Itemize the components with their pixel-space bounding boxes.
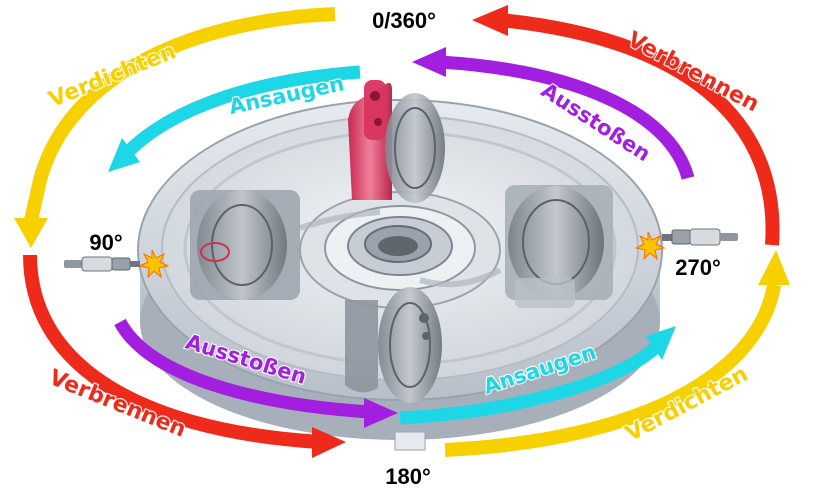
- label-outer-top-right: Verbrennen: [623, 27, 763, 117]
- label-outer-top-left: Verdichten: [45, 39, 179, 113]
- degree-label-left: 90°: [89, 230, 122, 255]
- arrow-inner-top-right-ausstossen: [412, 47, 695, 180]
- piston-top-highlighted: [348, 80, 445, 203]
- arrow-outer-top-left-verdichten: [14, 7, 336, 248]
- arrow-outer-bottom-left-verbrennen: [23, 254, 346, 458]
- arrow-outer-bottom-right-verdichten: [444, 250, 790, 457]
- arrow-inner-bottom-right-ansaugen: [399, 326, 676, 425]
- spark-plug-icon: [64, 256, 140, 272]
- piston-right: [505, 185, 613, 308]
- piston-left: [190, 190, 300, 300]
- piston-bottom: [345, 287, 442, 403]
- spark-flash-icon: [138, 249, 170, 279]
- arrow-outer-top-right-verbrennen: [472, 5, 780, 246]
- degree-label-bottom: 180°: [385, 464, 431, 489]
- spark-plug-right: [634, 228, 738, 261]
- arrow-inner-bottom-left-ausstossen: [114, 318, 398, 428]
- label-outer-bottom-left: Verbrennen: [46, 365, 190, 443]
- degree-label-top: 0/360°: [372, 8, 436, 33]
- spark-flash-icon: [634, 231, 666, 261]
- spark-plug-icon: [662, 228, 738, 246]
- label-outer-bottom-right: Verdichten: [622, 362, 753, 447]
- spark-plug-left: [64, 249, 170, 279]
- degree-label-right: 270°: [675, 255, 721, 280]
- arrow-inner-top-left-ansaugen: [108, 65, 361, 172]
